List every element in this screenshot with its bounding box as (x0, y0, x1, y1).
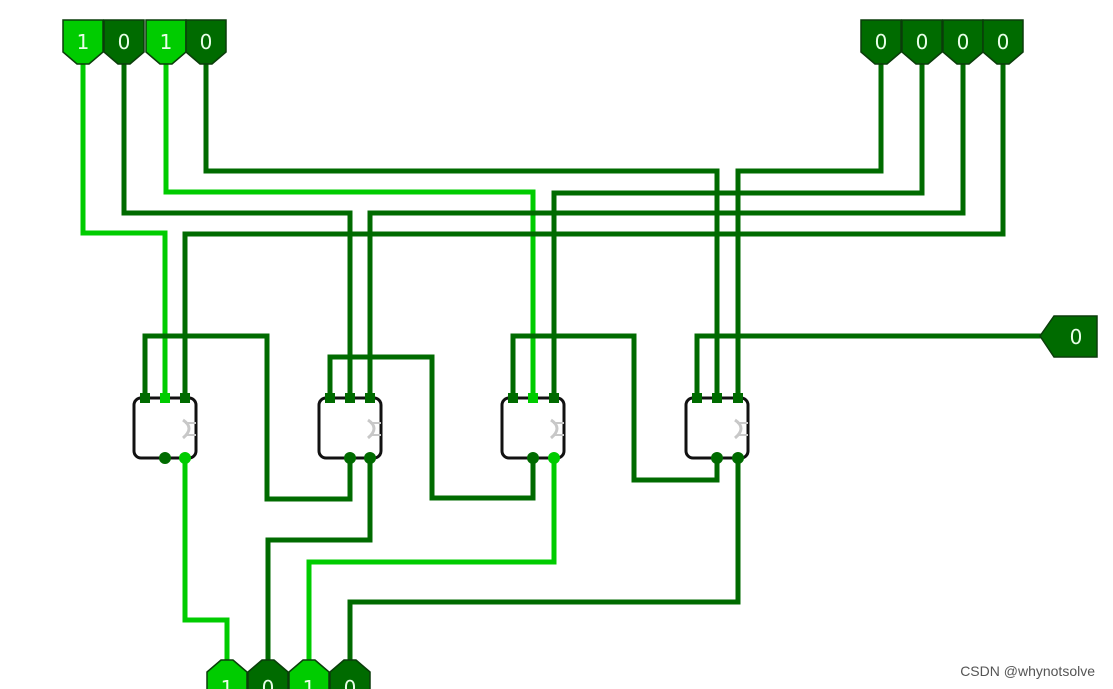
output-s3: 0 (329, 659, 371, 689)
input-pin-dot (508, 393, 518, 403)
full-adder-3 (684, 393, 750, 464)
output-pin-dot (711, 452, 723, 464)
adder-cells (132, 393, 750, 464)
input-pin-dot (692, 393, 702, 403)
output-pin-dot (179, 452, 191, 464)
input-pin-dot (733, 393, 743, 403)
input-pin-dot (365, 393, 375, 403)
input-b1[interactable]: 0 (942, 19, 984, 65)
wire-a2 (163, 64, 536, 400)
input-pin-dot (549, 393, 559, 403)
output-s2: 1 (288, 659, 330, 689)
wire-a3 (203, 64, 720, 400)
input-a0-value: 0 (200, 30, 213, 54)
output-pin-dot (527, 452, 539, 464)
input-a1-value: 1 (160, 30, 173, 54)
input-a3[interactable]: 1 (62, 19, 104, 65)
wire-sum-1 (265, 455, 373, 662)
input-b1-value: 0 (957, 30, 970, 54)
output-pin-dot (548, 452, 560, 464)
output-s1-value: 0 (262, 676, 275, 689)
wire-carry-3 (510, 333, 720, 483)
output-s3-value: 0 (344, 676, 357, 689)
input-a1[interactable]: 1 (145, 19, 187, 65)
full-adder-1 (317, 393, 383, 464)
wire-carry-2 (327, 354, 536, 501)
wire-a1 (121, 64, 353, 400)
output-s0-value: 1 (221, 676, 234, 689)
input-pin-dot (180, 393, 190, 403)
wire-b1 (367, 64, 966, 400)
input-a2-value: 0 (118, 30, 131, 54)
carry-in-value: 0 (1070, 325, 1083, 349)
input-pin-dot (160, 393, 170, 403)
output-pin-dot (159, 452, 171, 464)
input-b2-value: 0 (916, 30, 929, 54)
wire-carry-1 (142, 333, 353, 502)
pins: 1 0 1 0 0 0 0 0 0 1 0 1 0 (62, 19, 1098, 689)
wire-b3 (735, 64, 884, 400)
carry-in-pin[interactable]: 0 (1039, 315, 1098, 358)
full-adder-2 (500, 393, 566, 464)
wire-a0 (80, 64, 168, 400)
output-s2-value: 1 (303, 676, 316, 689)
input-pin-dot (325, 393, 335, 403)
input-b0[interactable]: 0 (982, 19, 1024, 65)
input-b3[interactable]: 0 (860, 19, 902, 65)
wire-carry-in (694, 333, 1050, 400)
wire-sum-3 (347, 455, 741, 662)
input-pin-dot (345, 393, 355, 403)
output-pin-dot (344, 452, 356, 464)
input-b0-value: 0 (997, 30, 1010, 54)
full-adder-0 (132, 393, 198, 464)
input-b2[interactable]: 0 (901, 19, 943, 65)
output-pin-dot (732, 452, 744, 464)
input-pin-dot (528, 393, 538, 403)
wires (80, 64, 1050, 662)
input-a2[interactable]: 0 (103, 19, 145, 65)
wire-sum-0 (182, 455, 230, 662)
wire-b0 (182, 64, 1006, 400)
input-a3-value: 1 (77, 30, 90, 54)
output-pin-dot (364, 452, 376, 464)
input-b3-value: 0 (875, 30, 888, 54)
input-pin-dot (140, 393, 150, 403)
wire-sum-2 (306, 455, 557, 662)
output-s1: 0 (247, 659, 289, 689)
output-s0: 1 (206, 659, 248, 689)
input-pin-dot (712, 393, 722, 403)
input-a0[interactable]: 0 (185, 19, 227, 65)
watermark: CSDN @whynotsolve (960, 663, 1095, 679)
wire-b2 (551, 64, 925, 400)
